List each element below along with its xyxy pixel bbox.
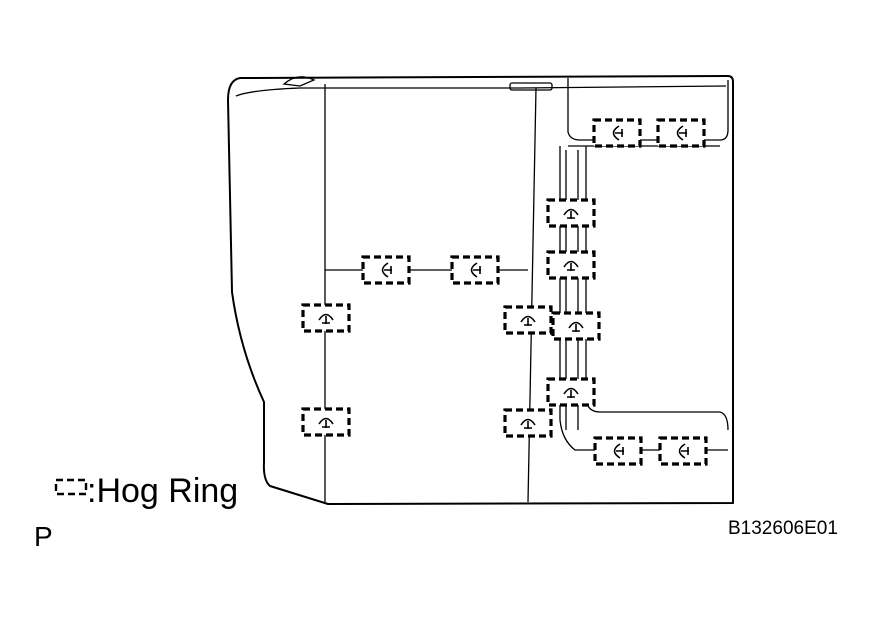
cushion-outline	[227, 75, 734, 505]
hog-ring	[546, 377, 596, 407]
right-panel-upper	[567, 78, 729, 141]
hog-ring	[546, 198, 596, 228]
hog-ring	[361, 255, 411, 285]
right-panel-channel-inner	[585, 146, 729, 431]
view-label: P	[34, 521, 53, 552]
hog-ring	[592, 118, 642, 148]
hog-ring	[503, 408, 553, 438]
hog-ring	[593, 436, 643, 466]
hog-ring	[551, 311, 601, 341]
hog-ring	[546, 250, 596, 280]
hog-ring	[450, 255, 500, 285]
hog-ring	[658, 436, 708, 466]
hog-ring	[301, 303, 351, 333]
cushion-top-edge	[235, 85, 727, 97]
seam-wire-center	[527, 87, 537, 503]
figure-code: B132606E01	[728, 518, 838, 539]
legend-label: :Hog Ring	[87, 472, 238, 510]
hog-ring	[301, 407, 351, 437]
legend-symbol-icon	[54, 478, 88, 496]
cushion-top-slot	[509, 82, 553, 91]
right-panel-channel	[559, 146, 728, 451]
hog-rings-group	[301, 118, 708, 466]
cushion-top-bump	[282, 76, 316, 87]
hog-ring	[503, 305, 553, 335]
hog-ring	[656, 118, 706, 148]
